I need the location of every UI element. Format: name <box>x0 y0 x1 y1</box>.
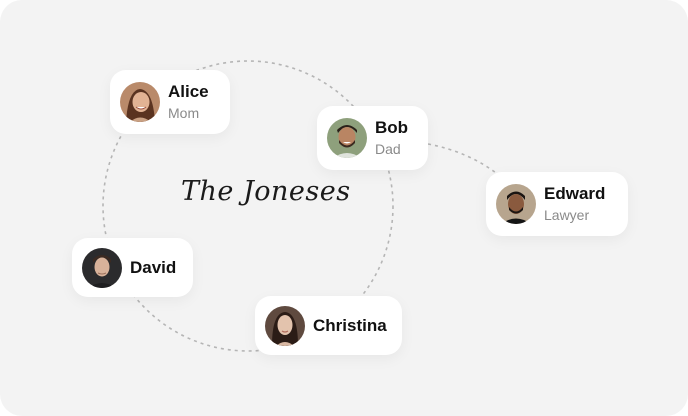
person-card-alice[interactable]: Alice Mom <box>110 70 230 134</box>
person-name: David <box>130 257 177 277</box>
group-title: The Joneses <box>181 176 351 207</box>
person-name: Bob <box>375 118 409 137</box>
edward-avatar <box>496 184 536 224</box>
bob-edward-connector <box>427 143 501 177</box>
bob-avatar <box>327 118 367 158</box>
christina-avatar <box>265 305 305 346</box>
david-avatar <box>82 247 122 288</box>
person-card-edward[interactable]: Edward Lawyer <box>486 172 628 236</box>
person-card-bob[interactable]: Bob Dad <box>317 106 428 170</box>
person-name: Christina <box>313 315 387 335</box>
person-card-christina[interactable]: Christina <box>255 296 402 355</box>
person-role: Mom <box>168 105 200 121</box>
alice-avatar <box>120 82 160 122</box>
person-card-david[interactable]: David <box>72 238 193 297</box>
family-circle-connector <box>102 60 394 352</box>
person-role: Lawyer <box>544 207 590 223</box>
person-role: Dad <box>375 141 401 157</box>
person-name: Edward <box>544 184 606 203</box>
person-name: Alice <box>168 82 209 101</box>
